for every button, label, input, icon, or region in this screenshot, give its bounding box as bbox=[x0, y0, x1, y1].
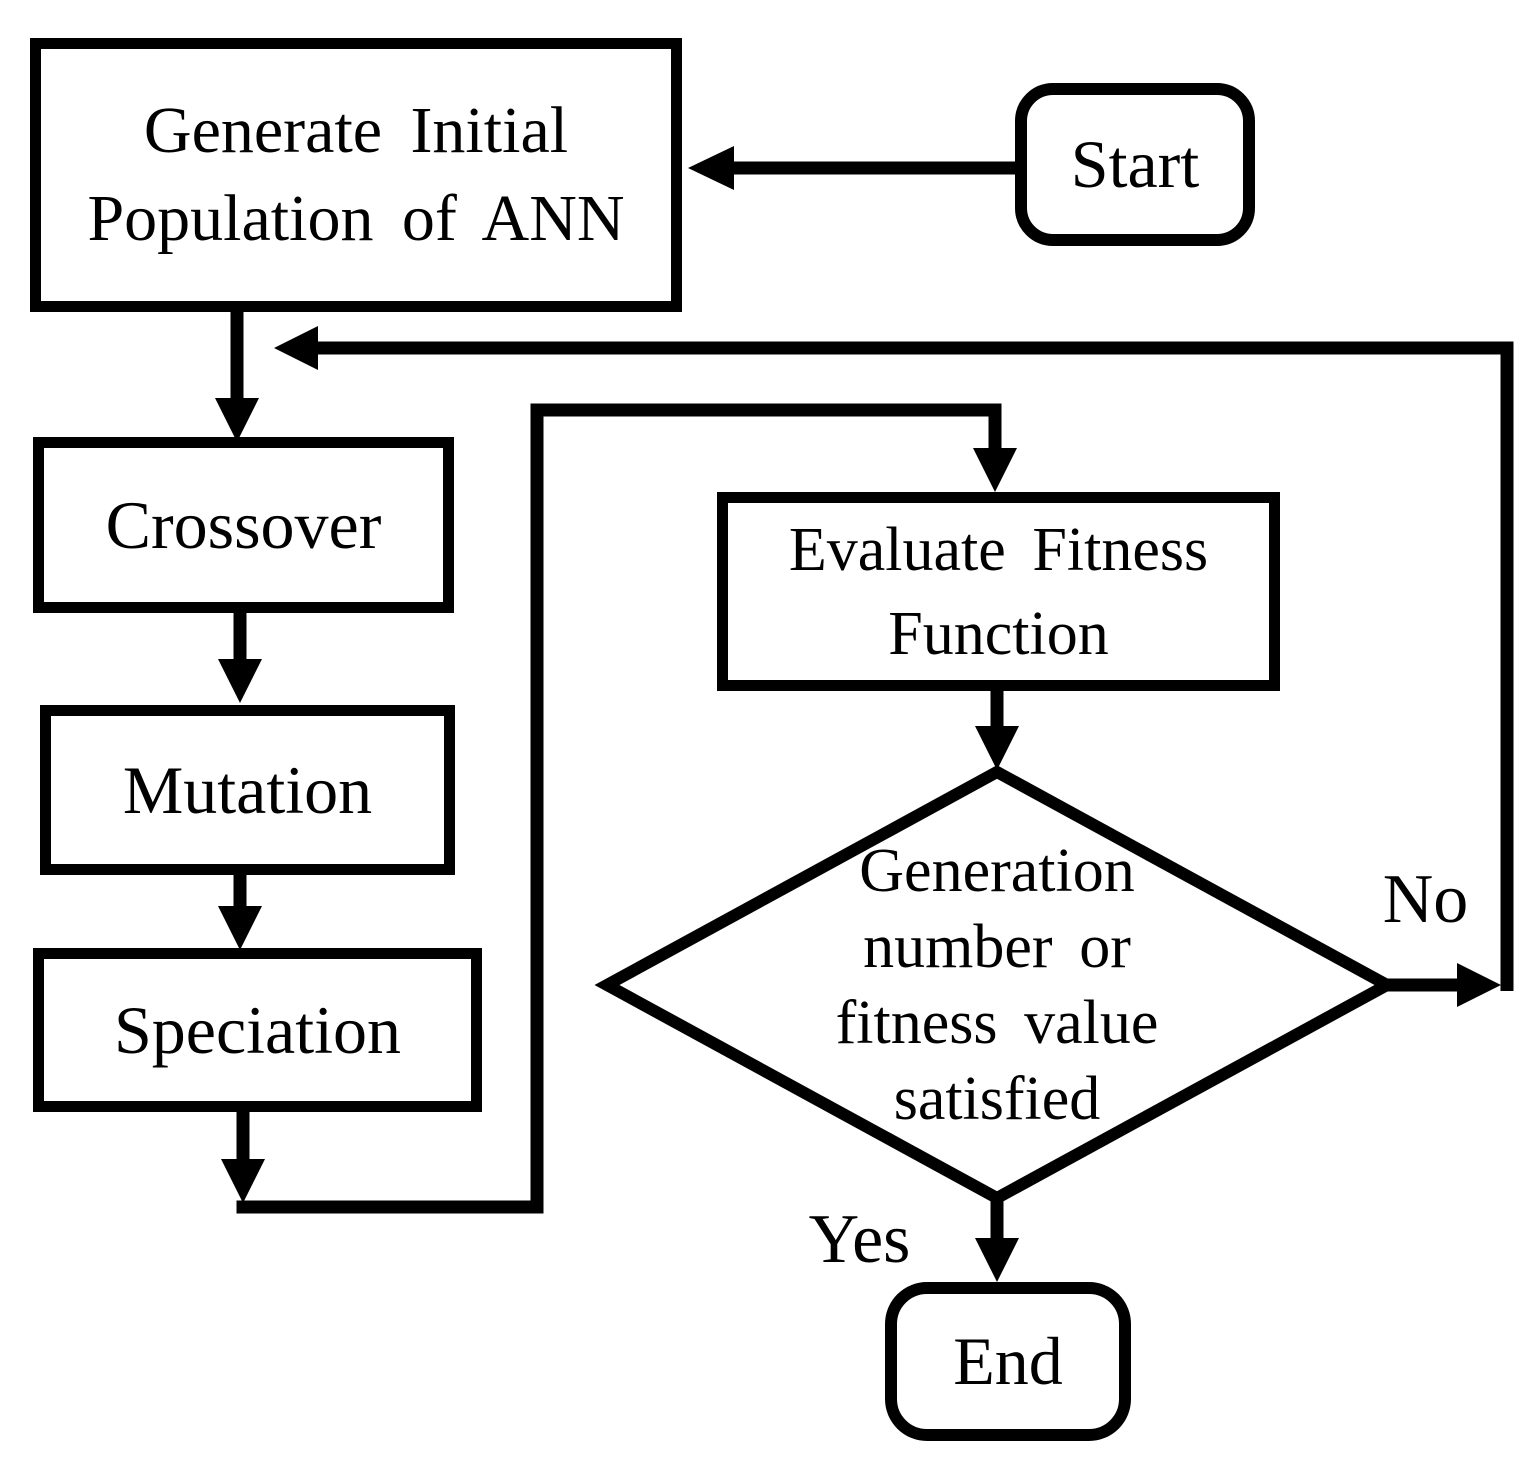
arrowhead-feedback-left-icon bbox=[274, 326, 318, 370]
node-evaluate-fitness: Evaluate Fitness Function bbox=[717, 492, 1280, 691]
edge-label-yes: Yes bbox=[808, 1201, 911, 1278]
node-start: Start bbox=[1015, 83, 1255, 246]
node-decision-label: Generation number or fitness value satis… bbox=[747, 833, 1247, 1137]
edge-speciation-to-evaluate bbox=[236, 403, 1002, 1214]
arrowhead-decision-in-icon bbox=[975, 726, 1019, 770]
arrowhead-evaluate-in-icon bbox=[973, 448, 1017, 492]
edge-label-no: No bbox=[1382, 861, 1469, 938]
arrowhead-generate-in-icon bbox=[688, 146, 734, 190]
arrowhead-speciation-in-icon bbox=[218, 906, 262, 950]
edge-no-feedback-line bbox=[317, 341, 1514, 991]
node-start-label: Start bbox=[1070, 126, 1200, 203]
node-generate-line2: Population of ANN bbox=[87, 182, 625, 255]
decision-line3: fitness value bbox=[835, 989, 1159, 1057]
node-end: End bbox=[885, 1282, 1131, 1441]
node-evaluate-line1: Evaluate Fitness bbox=[788, 515, 1209, 584]
node-generate-initial-population: Generate Initial Population of ANN bbox=[30, 38, 682, 312]
node-mutation: Mutation bbox=[40, 705, 455, 875]
node-end-label: End bbox=[953, 1323, 1063, 1400]
node-speciation-label: Speciation bbox=[113, 991, 402, 1068]
arrowhead-crossover-in-icon bbox=[215, 398, 259, 442]
arrowhead-speciation-down-icon bbox=[221, 1159, 265, 1203]
node-mutation-label: Mutation bbox=[122, 751, 373, 828]
node-evaluate-line2: Function bbox=[888, 599, 1109, 668]
arrowhead-mutation-in-icon bbox=[218, 659, 262, 703]
node-generate-line1: Generate Initial bbox=[143, 94, 569, 167]
arrowhead-no-right-icon bbox=[1457, 963, 1501, 1007]
decision-line1: Generation bbox=[859, 837, 1135, 905]
decision-line4: satisfied bbox=[893, 1065, 1101, 1133]
node-crossover-label: Crossover bbox=[105, 486, 382, 563]
node-speciation: Speciation bbox=[33, 948, 482, 1112]
node-crossover: Crossover bbox=[33, 437, 454, 613]
decision-line2: number or bbox=[863, 913, 1131, 981]
arrowhead-end-in-icon bbox=[975, 1238, 1019, 1282]
